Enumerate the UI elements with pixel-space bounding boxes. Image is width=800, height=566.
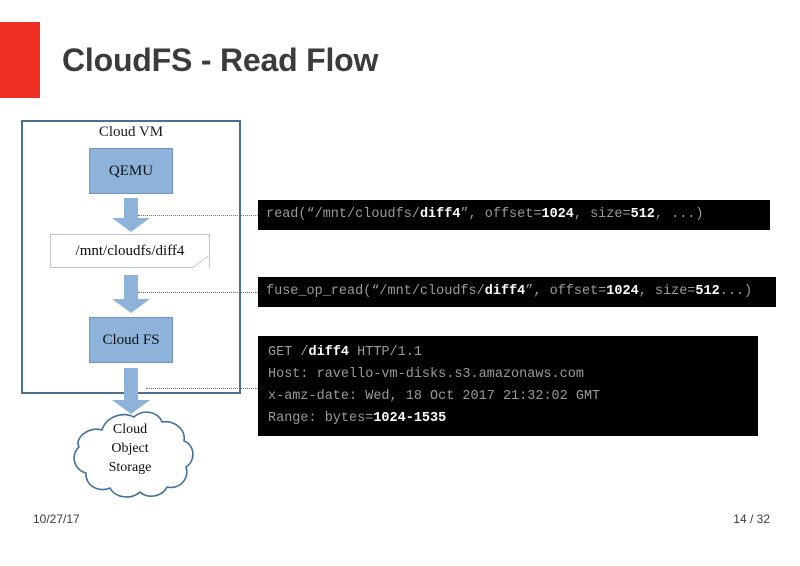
page-title: CloudFS - Read Flow (62, 42, 379, 78)
code-text: , ...) (654, 207, 704, 222)
arrow-shaft (124, 275, 138, 299)
arrow-shaft (124, 368, 138, 400)
qemu-label: QEMU (108, 162, 154, 179)
code-text: HTTP/1.1 (349, 345, 422, 360)
code-highlight: 1024 (541, 207, 574, 222)
footer-page-number: 14 / 32 (733, 512, 770, 526)
code-highlight: 1024-1535 (373, 411, 447, 426)
arrow-qemu-to-path (112, 198, 150, 232)
code-highlight: 1024 (606, 284, 639, 299)
arrow-path-to-cloudfs (112, 275, 150, 313)
mount-path-note: /mnt/cloudfs/diff4 (50, 234, 210, 268)
code-text: , size= (573, 207, 631, 222)
code-line: Host: ravello-vm-disks.s3.amazonaws.com (268, 364, 758, 386)
cloud-line-2: Object (111, 441, 149, 456)
cloud-storage-label: Cloud Object Storage (62, 420, 198, 477)
cloud-vm-label: Cloud VM (98, 124, 164, 140)
cloud-shape-icon (73, 411, 194, 498)
connector-read-call (138, 215, 260, 216)
footer-date: 10/27/17 (33, 512, 80, 526)
arrow-shaft (124, 198, 138, 218)
arrow-head (112, 218, 150, 232)
code-text: read(“/mnt/cloudfs/ (266, 207, 420, 222)
arrow-head (112, 299, 150, 313)
code-line: x-amz-date: Wed, 18 Oct 2017 21:32:02 GM… (268, 386, 758, 408)
code-line: GET /diff4 HTTP/1.1 (268, 342, 758, 364)
mount-path-label: /mnt/cloudfs/diff4 (75, 242, 185, 259)
arrow-cloudfs-to-storage (112, 368, 150, 414)
qemu-box: QEMU (89, 148, 173, 194)
code-highlight: diff4 (484, 284, 526, 299)
cloud-line-3: Storage (108, 460, 152, 475)
code-highlight: diff4 (419, 207, 461, 222)
code-text: Range: bytes= (268, 411, 374, 426)
code-box-read-call: read(“/mnt/cloudfs/diff4”, offset=1024, … (258, 200, 770, 230)
cloud-fs-box: Cloud FS (89, 317, 173, 363)
connector-http-request (146, 388, 262, 389)
cloud-fs-label: Cloud FS (102, 331, 160, 348)
note-fold-corner-icon (193, 256, 209, 268)
code-text: , size= (638, 284, 696, 299)
connector-fuse-call (138, 292, 260, 293)
arrow-head (112, 400, 150, 414)
code-highlight: diff4 (308, 345, 350, 360)
code-text: ...) (719, 284, 753, 299)
code-line: Range: bytes=1024-1535 (268, 408, 758, 430)
code-highlight: 512 (630, 207, 655, 222)
code-highlight: 512 (695, 284, 720, 299)
code-text: Host: ravello-vm-disks.s3.amazonaws.com (268, 367, 584, 382)
code-text: ”, offset= (460, 207, 542, 222)
code-text: GET / (268, 345, 309, 360)
cloud-line-1: Cloud (112, 422, 148, 437)
code-text: fuse_op_read(“/mnt/cloudfs/ (266, 284, 485, 299)
code-text: ”, offset= (525, 284, 607, 299)
accent-bar (0, 22, 40, 98)
code-box-fuse-call: fuse_op_read(“/mnt/cloudfs/diff4”, offse… (258, 277, 776, 307)
code-text: x-amz-date: Wed, 18 Oct 2017 21:32:02 GM… (268, 389, 601, 404)
